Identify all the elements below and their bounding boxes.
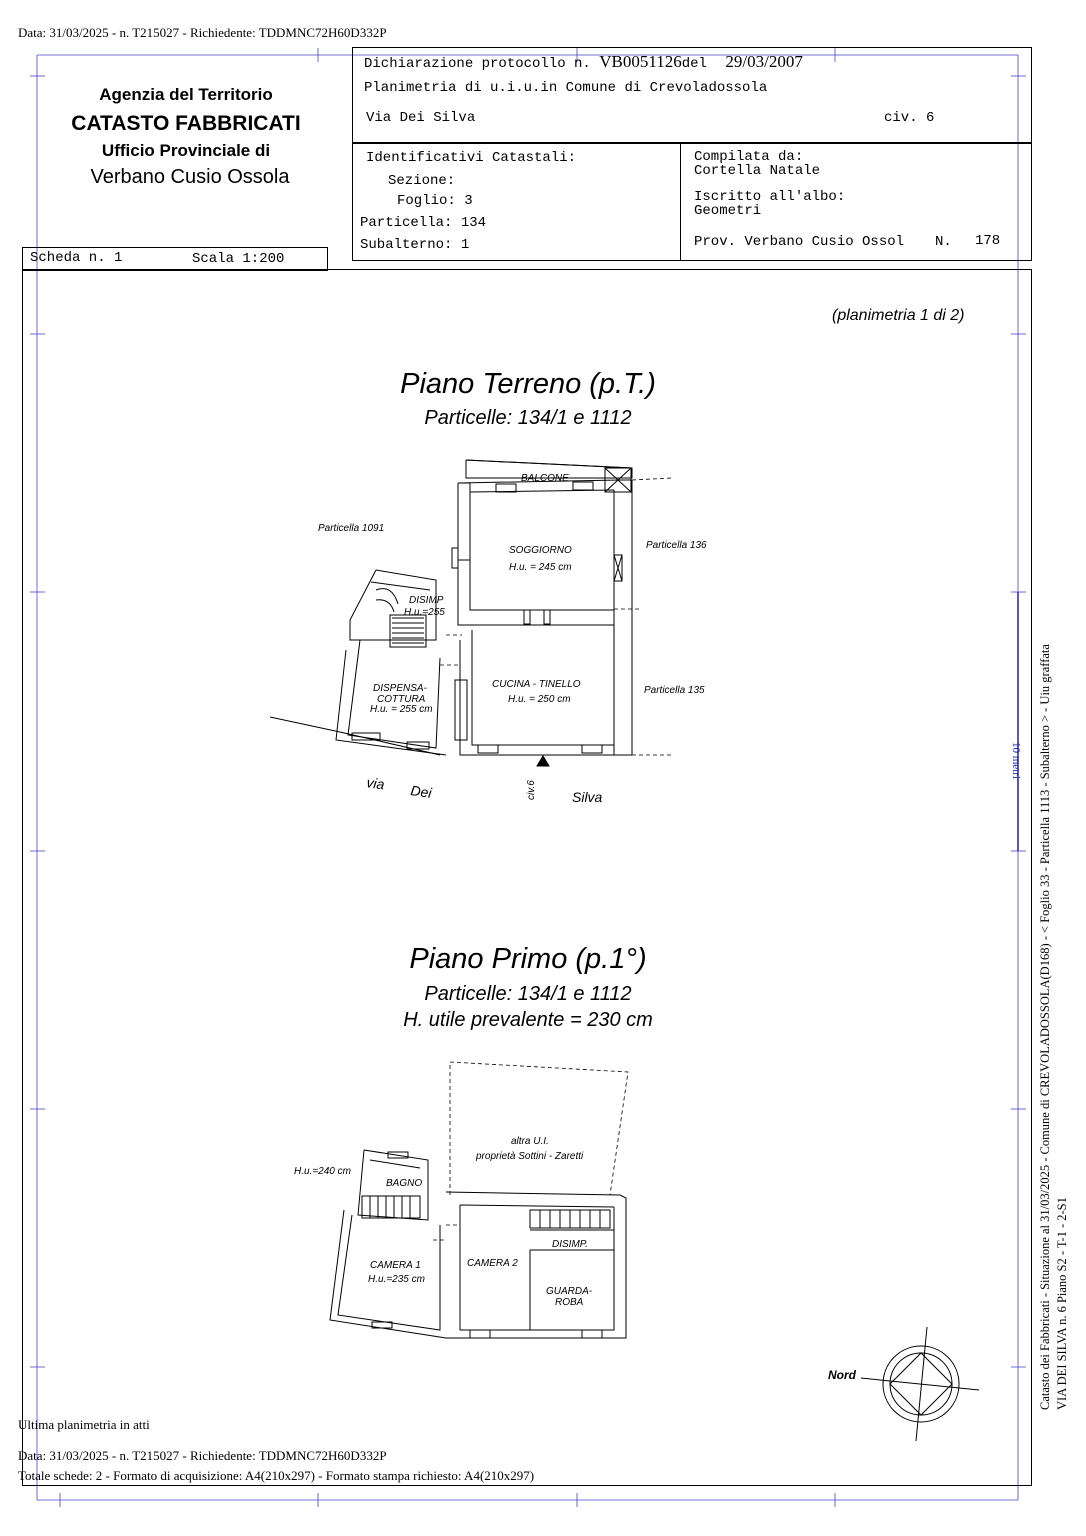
civic-number: civ. 6 [884,110,935,126]
room-guardaroba: GUARDA- [546,1286,593,1297]
neighbor-1091: Particella 1091 [318,523,384,534]
footer-request-line: Data: 31/03/2025 - n. T215027 - Richiede… [18,1448,387,1463]
north-arrow-icon [860,1326,980,1442]
header-request-line: Data: 31/03/2025 - n. T215027 - Richiede… [18,25,387,40]
scheda-number: Scheda n. 1 [30,250,123,266]
street-dei: Dei [410,782,434,801]
other-unit: altra U.I. [511,1136,549,1147]
room-disimp-first: DISIMP. [552,1239,588,1250]
footer-format-line: Totale schede: 2 - Formato di acquisizio… [18,1468,535,1483]
agency-province: Verbano Cusio Ossola [90,166,290,188]
room-bagno: BAGNO [386,1178,422,1189]
neighbor-135: Particella 135 [644,685,705,696]
first-floor-title: Piano Primo (p.1°) [409,943,647,975]
room-soggiorno-height: H.u. = 245 cm [509,562,572,573]
declaration-box [352,47,1032,143]
compiler-label: Compilata da: [694,149,804,165]
last-plan-note: Ultima planimetria in atti [18,1417,150,1432]
room-balcone: BALCONE [521,473,569,484]
street-via: via [366,774,386,792]
scheda-box [22,247,328,271]
room-disimp: DISIMP [409,595,444,606]
plan-count: (planimetria 1 di 2) [832,307,965,324]
room-disimp-height: H.u.=255 [404,607,445,618]
other-unit-owner: proprietà Sottini - Zaretti [475,1151,584,1162]
identifiers-title: Identificativi Catastali: [366,150,577,166]
first-floor-height: H. utile prevalente = 230 cm [403,1009,653,1031]
side-address-info: VIA DEI SILVA n. 6 Piano S2 - T-1 - 2-S1 [1055,1197,1069,1410]
scale: Scala 1:200 [192,251,285,267]
room-soggiorno: SOGGIORNO [509,545,572,556]
ground-floor-subtitle: Particelle: 134/1 e 1112 [424,407,632,429]
street-address: Via Dei Silva [366,110,476,126]
room-cucina: CUCINA - TINELLO [492,679,581,690]
albo-number-label: N. [935,234,952,250]
agency-office: Ufficio Provinciale di [101,141,271,160]
albo-value: Geometri [694,203,762,219]
declaration-date: 29/03/2007 [725,52,803,71]
room-camera2: CAMERA 2 [467,1258,518,1269]
declaration-prefix: Dichiarazione protocollo n. [364,56,591,72]
compiler-name: Cortella Natale [694,163,821,179]
bagno-height: H.u.=240 cm [294,1166,351,1177]
albo-number: 178 [975,233,1001,249]
subalterno: Subalterno: 1 [360,237,470,253]
room-camera1-height: H.u.=235 cm [368,1274,425,1285]
scale-ruler-label: 10 metri [1010,742,1022,779]
street-silva: Silva [572,789,603,805]
nord-label: Nord [828,1368,857,1382]
ground-floor-title: Piano Terreno (p.T.) [400,368,656,400]
compiler-province: Prov. Verbano Cusio Ossol [694,234,905,250]
identifiers-divider [680,143,681,261]
plan-municipality: Planimetria di u.i.u.in Comune di Crevol… [364,80,768,96]
drawing-frame [22,269,1032,1486]
protocol-number: VB0051126 [599,52,682,71]
room-dispensa: DISPENSA- [373,683,428,694]
room-cottura: COTTURA [377,694,426,705]
side-cadastral-info: Catasto dei Fabbricati - Situazione al 3… [1038,644,1052,1410]
room-cucina-height: H.u. = 250 cm [508,694,571,705]
declaration-del: del [681,56,707,72]
room-roba: ROBA [555,1297,584,1308]
first-floor-subtitle: Particelle: 134/1 e 1112 [424,983,632,1005]
identifiers-box [352,143,1032,261]
declaration-line: Dichiarazione protocollo n. VB0051126del… [364,52,803,72]
sezione: Sezione: [388,173,456,189]
entrance-civ: civ.6 [526,780,537,800]
foglio: Foglio: 3 [397,193,473,209]
particella: Particella: 134 [360,215,487,231]
agency-name: Agenzia del Territorio [99,85,273,104]
neighbor-136: Particella 136 [646,540,707,551]
albo-label: Iscritto all'albo: [694,189,846,205]
room-dispensa-height: H.u. = 255 cm [370,704,433,715]
agency-catasto: CATASTO FABBRICATI [71,112,301,135]
room-camera1: CAMERA 1 [370,1260,421,1271]
